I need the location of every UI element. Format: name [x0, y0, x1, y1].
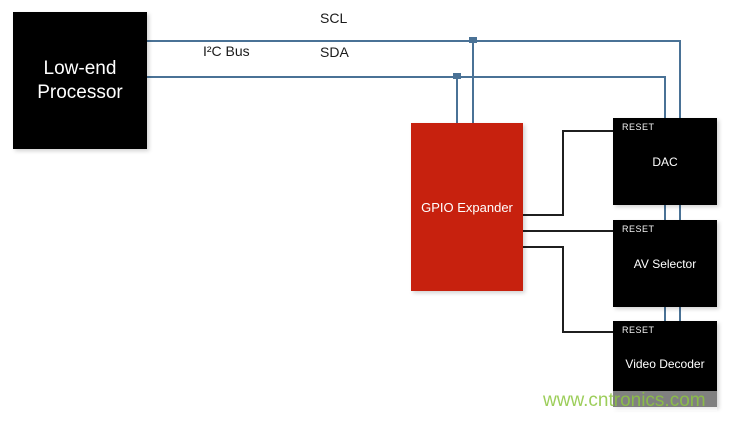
dac-reset-pin-label: RESET: [622, 122, 655, 132]
sda-branch-to-gpio: [456, 76, 458, 124]
dac-label: DAC: [652, 154, 678, 169]
low-end-processor-label: Low-end Processor: [37, 57, 123, 103]
reset-line-dac-seg3: [562, 130, 613, 132]
dac-box: RESET DAC: [613, 118, 717, 205]
scl-bus-line: [147, 40, 681, 42]
reset-line-dac-seg2: [562, 130, 564, 216]
scl-branch-to-gpio: [472, 40, 474, 124]
sda-bus-line: [147, 76, 666, 78]
av-selector-reset-pin-label: RESET: [622, 224, 655, 234]
reset-line-video-decoder-seg2: [562, 246, 564, 332]
reset-line-video-decoder-seg1: [523, 246, 563, 248]
sda-label: SDA: [318, 44, 351, 60]
gpio-expander-box: GPIO Expander: [411, 123, 523, 291]
reset-line-video-decoder-seg3: [562, 331, 613, 333]
gpio-expander-label: GPIO Expander: [421, 199, 513, 215]
video-decoder-label: Video Decoder: [625, 357, 705, 371]
low-end-processor-box: Low-end Processor: [13, 12, 147, 149]
av-selector-box: RESET AV Selector: [613, 220, 717, 307]
scl-junction-node: [469, 37, 477, 43]
sda-junction-node: [453, 73, 461, 79]
i2c-bus-label: I²C Bus: [201, 43, 252, 59]
video-decoder-reset-pin-label: RESET: [622, 325, 655, 335]
watermark-text: www.cntronics.com: [543, 390, 706, 411]
scl-label: SCL: [318, 10, 350, 26]
reset-line-dac-seg1: [523, 214, 563, 216]
watermark-background-band: [543, 391, 717, 411]
av-selector-label: AV Selector: [633, 256, 697, 271]
reset-line-av-selector: [523, 230, 613, 232]
